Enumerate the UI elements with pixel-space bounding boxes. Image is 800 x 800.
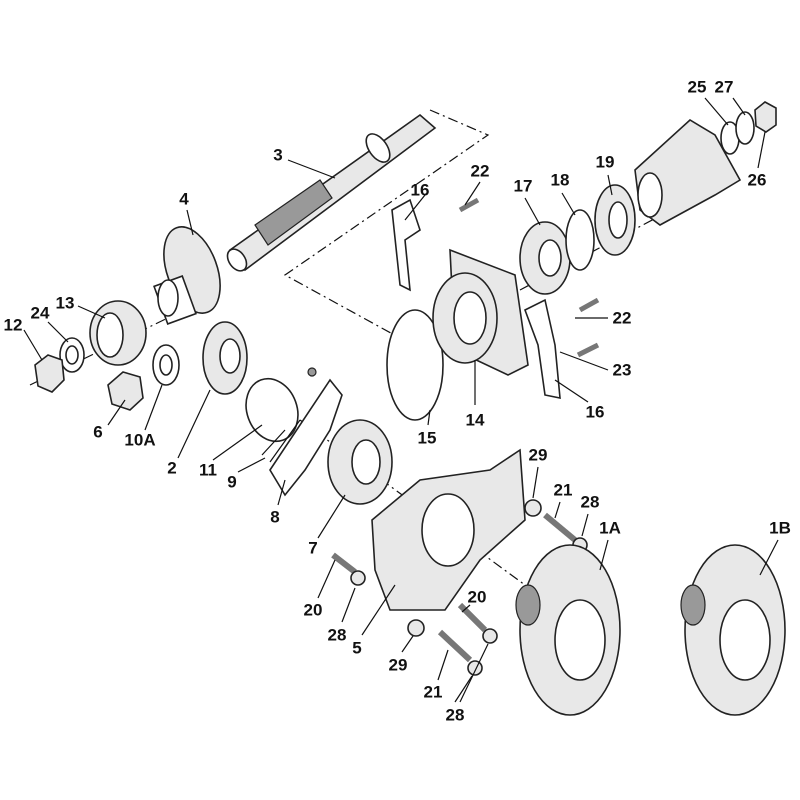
callout-28-lower: 28 bbox=[445, 705, 465, 725]
callout-20-right: 20 bbox=[467, 587, 487, 607]
callout-1B: 1B bbox=[769, 518, 791, 538]
callout-8: 8 bbox=[270, 507, 280, 527]
bolt-part-22-upper bbox=[458, 197, 480, 213]
stud-part-21-lower bbox=[437, 629, 473, 663]
nut-part-26 bbox=[754, 101, 777, 133]
nut-part-28-lower bbox=[467, 660, 483, 676]
callout-27: 27 bbox=[714, 77, 734, 97]
plate-part-8 bbox=[269, 378, 343, 497]
bracket-part-16-upper bbox=[391, 198, 421, 292]
screw-part-9 bbox=[261, 367, 317, 463]
callout-28-upper: 28 bbox=[580, 492, 600, 512]
shaft-part-3 bbox=[226, 113, 437, 272]
callout-4: 4 bbox=[179, 189, 189, 209]
ring-part-15 bbox=[386, 309, 444, 421]
nut-part-28-lower-2 bbox=[482, 628, 498, 644]
callout-29-upper: 29 bbox=[528, 445, 548, 465]
bolt-part-20-left bbox=[331, 552, 357, 575]
nut-part-6 bbox=[107, 371, 144, 411]
callout-18: 18 bbox=[550, 170, 570, 190]
callout-21-lower: 21 bbox=[423, 682, 443, 702]
callout-11: 11 bbox=[199, 460, 217, 480]
callout-14: 14 bbox=[465, 410, 485, 430]
callout-6: 6 bbox=[93, 422, 103, 442]
callout-20-left: 20 bbox=[303, 600, 323, 620]
callout-23: 23 bbox=[612, 360, 632, 380]
callout-16-lower: 16 bbox=[585, 402, 605, 422]
bolt-part-20-right bbox=[457, 602, 488, 633]
callout-13: 13 bbox=[55, 293, 75, 313]
callout-17: 17 bbox=[513, 176, 533, 196]
callout-7: 7 bbox=[308, 538, 318, 558]
callout-28-left: 28 bbox=[327, 625, 347, 645]
callout-25: 25 bbox=[687, 77, 707, 97]
callout-3: 3 bbox=[273, 145, 283, 165]
washer-part-27 bbox=[735, 111, 755, 145]
callout-16: 16 bbox=[410, 180, 430, 200]
bolt-part-23 bbox=[576, 342, 600, 358]
circlip-part-18 bbox=[565, 209, 595, 271]
callout-5: 5 bbox=[352, 638, 362, 658]
leader-lines bbox=[23, 97, 779, 703]
callout-2: 2 bbox=[167, 458, 177, 478]
bracket-part-16-lower bbox=[524, 298, 561, 399]
washer-part-11 bbox=[245, 377, 299, 443]
housing-bore bbox=[421, 493, 475, 567]
gear-part-1A bbox=[515, 544, 621, 716]
callout-26: 26 bbox=[747, 170, 767, 190]
callout-29-lower: 29 bbox=[388, 655, 408, 675]
callout-15: 15 bbox=[417, 428, 437, 448]
gear-part-1B bbox=[680, 544, 786, 716]
gear-part-4 bbox=[153, 226, 221, 325]
callout-21-upper: 21 bbox=[553, 480, 573, 500]
bolt-part-22-right bbox=[578, 297, 600, 313]
callout-19: 19 bbox=[595, 152, 615, 172]
callout-22: 22 bbox=[470, 161, 490, 181]
callout-12: 12 bbox=[3, 315, 23, 335]
spacer-part-29-upper bbox=[524, 499, 542, 517]
nut-part-12 bbox=[34, 354, 65, 393]
callout-22-right: 22 bbox=[612, 308, 632, 328]
callout-9: 9 bbox=[227, 472, 237, 492]
callout-24: 24 bbox=[30, 303, 50, 323]
callout-10A: 10A bbox=[124, 430, 156, 450]
stud-part-21-upper bbox=[543, 512, 577, 543]
spacer-part-29-lower bbox=[407, 619, 425, 637]
bearing-bore-13 bbox=[96, 312, 124, 358]
nut-part-28-left bbox=[350, 570, 366, 586]
callout-1A: 1A bbox=[599, 518, 621, 538]
